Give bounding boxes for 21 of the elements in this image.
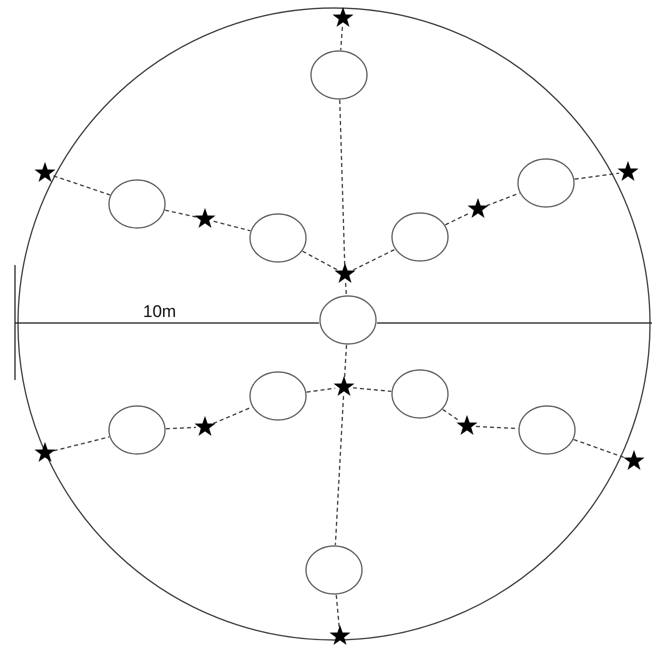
dashed-connector bbox=[344, 282, 347, 296]
dashed-connector bbox=[352, 248, 396, 271]
dashed-connector bbox=[574, 172, 620, 180]
dashed-connector bbox=[302, 250, 338, 270]
dashed-connector bbox=[442, 409, 460, 422]
dashed-connector bbox=[445, 212, 470, 226]
dashed-connector bbox=[306, 388, 336, 393]
dashed-connector bbox=[344, 344, 348, 378]
dashed-connector bbox=[340, 26, 343, 50]
dashed-connector bbox=[164, 210, 196, 218]
dashed-connector bbox=[574, 438, 626, 459]
dashed-connector bbox=[334, 396, 344, 546]
dashed-connector bbox=[336, 594, 340, 628]
dashed-connector bbox=[486, 192, 520, 206]
dashed-connector bbox=[352, 387, 392, 392]
dashed-connector bbox=[213, 406, 252, 424]
dimension-label: 10m bbox=[143, 302, 176, 322]
dashed-connector bbox=[54, 436, 110, 452]
dashed-connector bbox=[214, 220, 250, 232]
dashed-connector bbox=[166, 426, 196, 430]
dashed-connector bbox=[339, 100, 346, 266]
